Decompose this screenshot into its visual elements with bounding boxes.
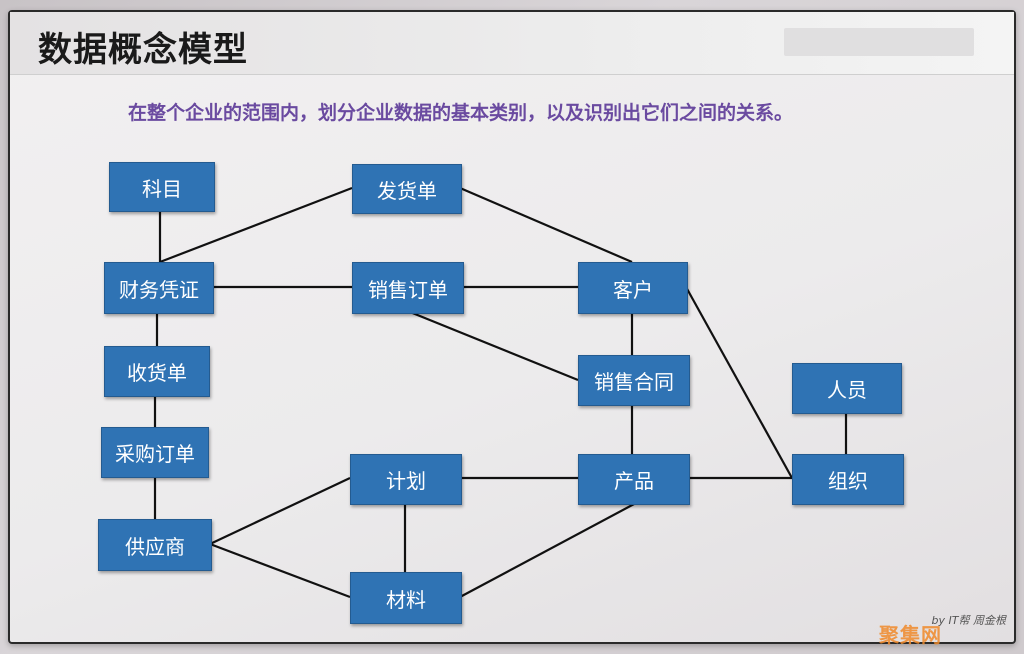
edge-gongyingshang-cailiao: [209, 542, 351, 599]
edge-caiwupingzheng-fahuodan: [159, 186, 353, 264]
node-zuzhi: 组织: [792, 454, 904, 505]
header-band: 数据概念模型: [10, 12, 1014, 75]
author-credit: by IT帮 周金根: [931, 614, 1006, 627]
node-fahuodan: 发货单: [352, 164, 462, 214]
edge-gongyingshang-jihua: [209, 477, 351, 545]
node-caiwupingzheng: 财务凭证: [104, 262, 214, 314]
node-kehu: 客户: [578, 262, 688, 314]
node-gongyingshang: 供应商: [98, 519, 212, 571]
edge-xiaoshoudingdan-xiaoshouhetong: [409, 310, 579, 382]
node-xiaoshoudingdan: 销售订单: [352, 262, 464, 314]
node-xiaoshouhetong: 销售合同: [578, 355, 690, 406]
node-jihua: 计划: [350, 454, 462, 505]
edge-cailiao-chanpin: [459, 502, 637, 598]
node-caigoudingdan: 采购订单: [101, 427, 209, 478]
edge-kehu-zuzhi: [685, 286, 793, 479]
page-title: 数据概念模型: [38, 30, 248, 70]
faded-header-text: [784, 28, 974, 56]
node-chanpin: 产品: [578, 454, 690, 505]
node-kemu: 科目: [109, 162, 215, 212]
subtitle: 在整个企业的范围内，划分企业数据的基本类别，以及识别出它们之间的关系。: [128, 102, 794, 124]
edge-fahuodan-kehu: [459, 186, 633, 264]
watermark-logo: 聚集网: [879, 623, 942, 647]
node-renyuan: 人员: [792, 363, 902, 414]
node-shouhuodan: 收货单: [104, 346, 210, 397]
node-cailiao: 材料: [350, 572, 462, 624]
